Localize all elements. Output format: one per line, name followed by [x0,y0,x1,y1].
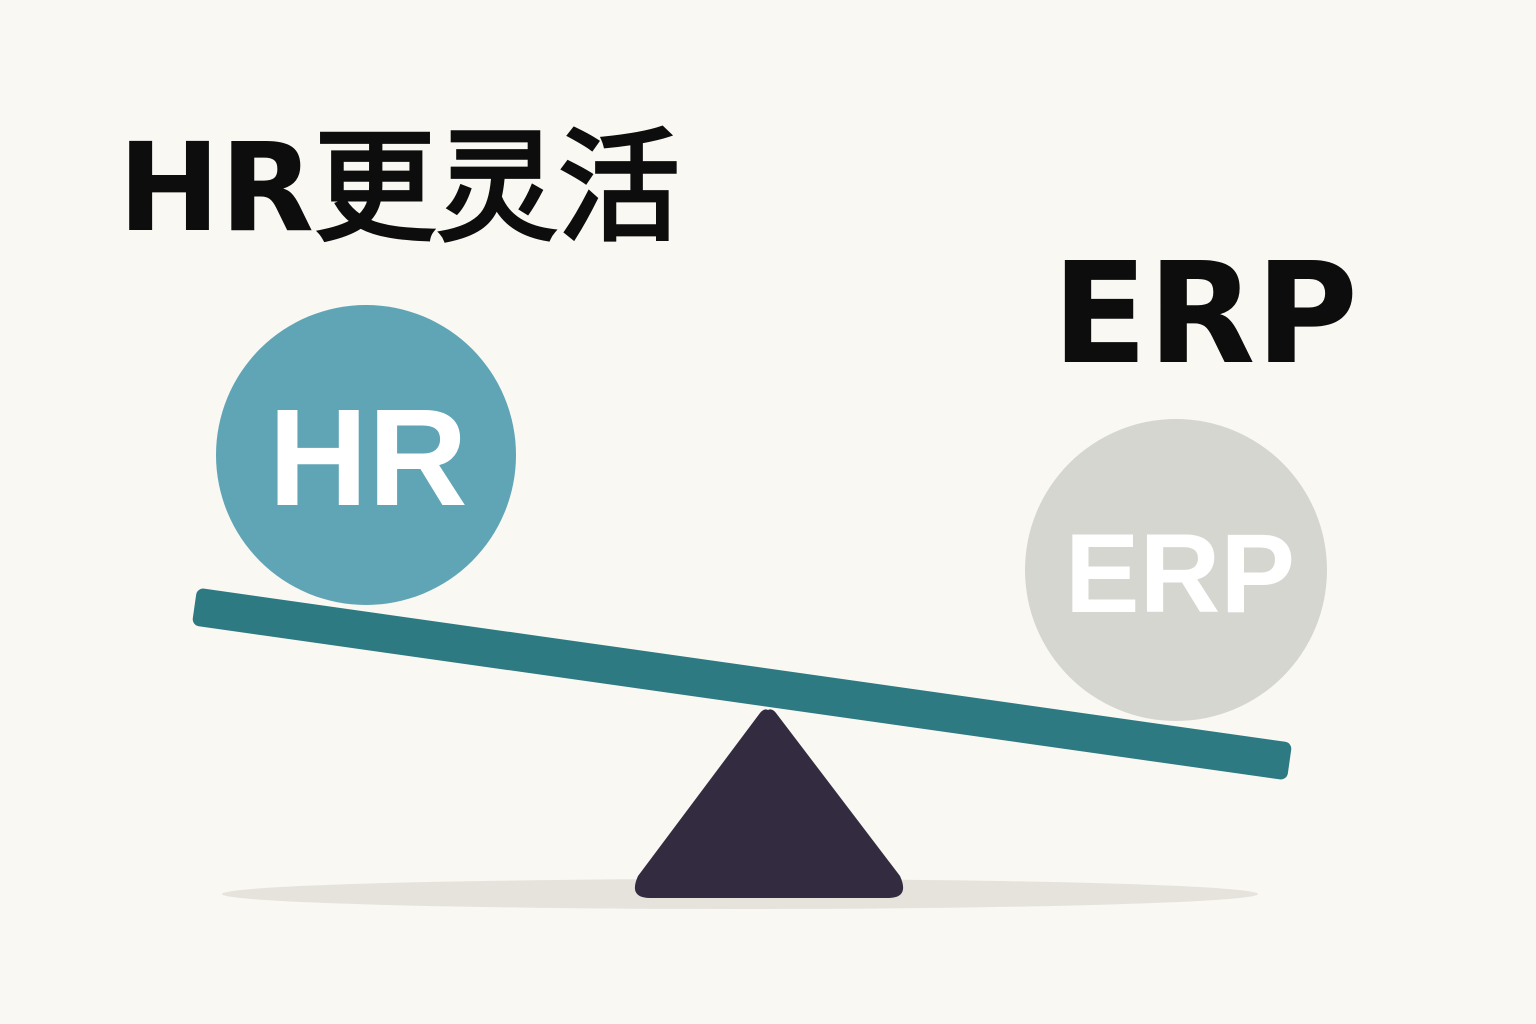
headline: HR更灵活 [118,117,680,259]
seesaw-beam [192,588,1292,780]
erp-weight-label: ERP [1065,511,1295,636]
erp-heading: ERP [1052,233,1358,396]
fulcrum-triangle [634,709,904,898]
hr-weight-label: HR [268,381,467,535]
erp-weight-circle [1025,419,1327,721]
hr-weight-circle [216,305,516,605]
